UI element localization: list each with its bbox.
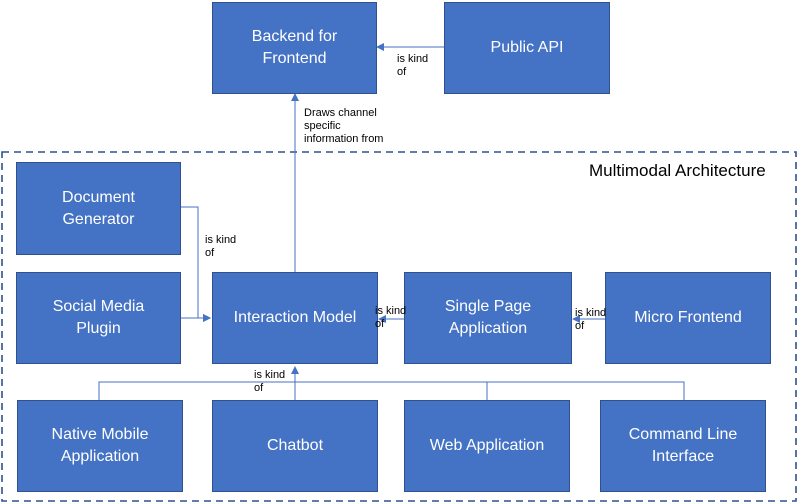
label-interaction-to-bff: Draws channel specific information from [304,107,384,145]
public-api-label: Public API [490,39,564,56]
label-spa-to-interaction: is kind of [375,305,407,330]
web-application-label: Web Application [429,437,545,454]
public-api-box[interactable]: Public API [444,2,610,94]
command-line-interface-label: Command Line Interface [628,426,738,465]
document-generator-label: Document Generator [62,188,135,228]
connector-bottom-bus [98,381,685,400]
social-media-plugin-box[interactable]: Social Media Plugin [16,272,181,364]
interaction-model-box[interactable]: Interaction Model [212,272,378,364]
frame-title: Multimodal Architecture [589,161,766,180]
multimodal-frame [1,151,797,502]
label-docgen-to-interaction: is kind of [205,234,237,259]
connector-docgen-to-interaction [181,206,211,322]
micro-frontend-box[interactable]: Micro Frontend [605,272,771,364]
backend-for-frontend-box[interactable]: Backend for Frontend [212,2,377,94]
web-application-box[interactable]: Web Application [404,400,570,492]
chatbot-box[interactable]: Chatbot [212,400,378,492]
social-media-plugin-label: Social Media Plugin [52,298,145,337]
command-line-interface-box[interactable]: Command Line Interface [600,400,766,492]
label-public-api-to-bff: is kind of [397,53,429,78]
single-page-application-box[interactable]: Single Page Application [404,272,572,364]
label-micro-to-spa: is kind of [575,307,607,332]
native-mobile-application-label: Native Mobile Application [51,426,149,465]
document-generator-box[interactable]: Document Generator [16,162,181,255]
micro-frontend-label: Micro Frontend [634,309,742,326]
chatbot-label: Chatbot [266,437,324,454]
label-bottom-to-interaction: is kind of [254,369,286,394]
backend-for-frontend-label: Backend for Frontend [251,28,338,67]
interaction-model-label: Interaction Model [233,309,357,326]
native-mobile-application-box[interactable]: Native Mobile Application [17,400,183,492]
single-page-application-label: Single Page Application [444,298,532,337]
